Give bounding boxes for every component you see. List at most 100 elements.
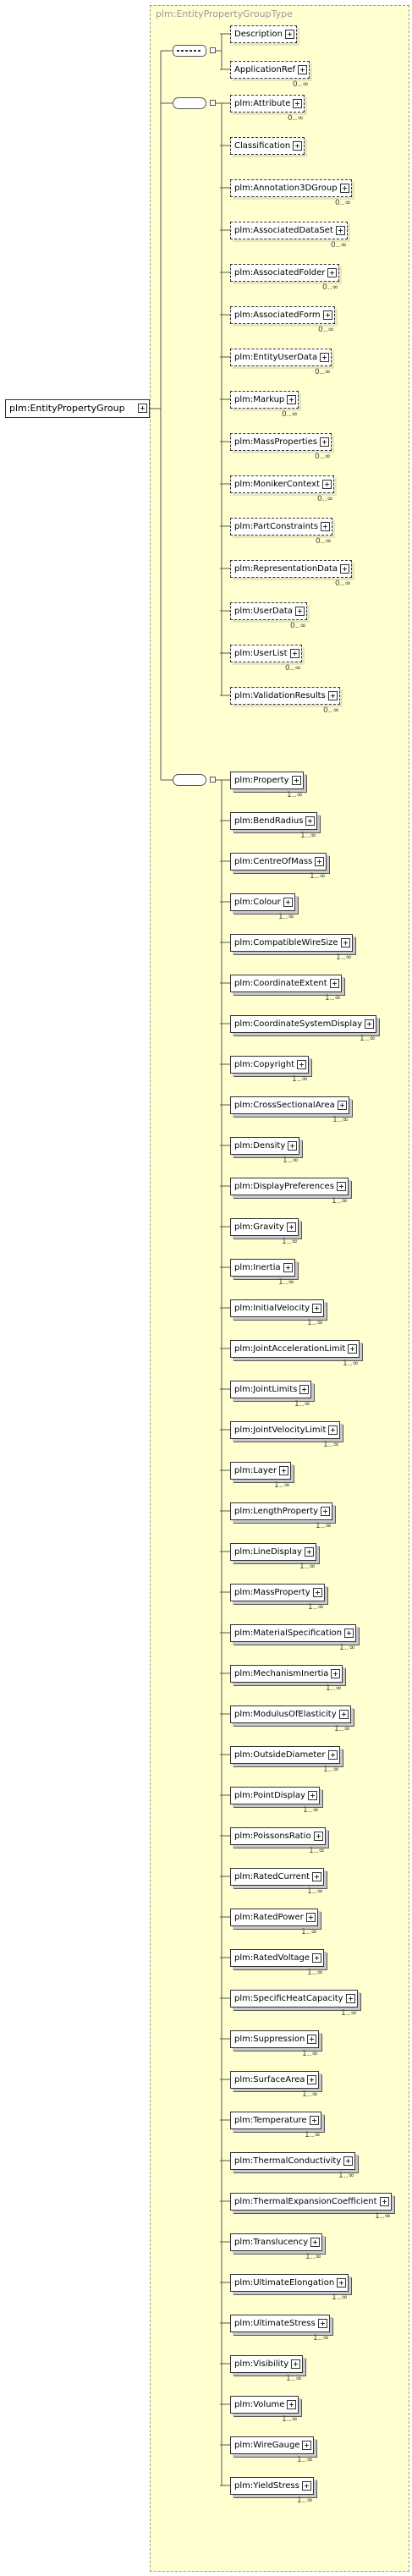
choice-2-element[interactable]: plm:RepresentationData xyxy=(230,560,353,578)
cardinality-label: 0..∞ xyxy=(335,199,351,207)
choice-2-element[interactable]: plm:EntityUserData xyxy=(230,349,332,366)
cardinality-label: 1..∞ xyxy=(308,1603,324,1612)
element-label: plm:ModulusOfElasticity xyxy=(234,1710,337,1719)
choice-3-element[interactable]: plm:PoissonsRatio xyxy=(230,1827,326,1845)
choice-3-element[interactable]: plm:OutsideDiameter xyxy=(230,1746,340,1764)
choice-2-element[interactable]: plm:AssociatedForm xyxy=(230,306,335,324)
choice-3-element[interactable]: plm:Density xyxy=(230,1137,300,1155)
element-label: plm:JointLimits xyxy=(234,1385,298,1394)
choice-2-element[interactable]: plm:PartConstraints xyxy=(230,518,333,536)
choice-compositor[interactable] xyxy=(173,97,206,109)
choice-3-element[interactable]: plm:JointAccelerationLimit xyxy=(230,1340,360,1358)
choice-3-element[interactable]: plm:Layer xyxy=(230,1462,292,1480)
sequence-1-element[interactable]: Description xyxy=(230,25,297,43)
choice-3-element[interactable]: plm:CentreOfMass xyxy=(230,853,327,871)
choice-2-element[interactable]: plm:AssociatedDataSet xyxy=(230,222,348,239)
choice-3-element[interactable]: plm:RatedCurrent xyxy=(230,1868,325,1886)
cardinality-label: 0..∞ xyxy=(285,664,301,673)
choice-3-element[interactable]: plm:UltimateElongation xyxy=(230,2274,349,2292)
choice-2-element[interactable]: plm:UserData xyxy=(230,602,307,620)
element-label: plm:Copyright xyxy=(234,1060,295,1069)
choice-3-element[interactable]: plm:PointDisplay xyxy=(230,1787,320,1804)
expand-icon xyxy=(291,776,301,785)
sequence-1-element[interactable]: ApplicationRef xyxy=(230,61,310,79)
element-label: plm:Attribute xyxy=(234,99,291,108)
choice-3-element[interactable]: plm:UltimateStress xyxy=(230,2315,330,2332)
cardinality-label: 1..∞ xyxy=(310,872,326,881)
choice-3-element[interactable]: plm:Suppression xyxy=(230,2030,320,2048)
element-label: plm:OutsideDiameter xyxy=(234,1750,326,1760)
choice-3-element[interactable]: plm:CrossSectionalArea xyxy=(230,1096,349,1114)
sequence-compositor-expand-icon xyxy=(210,47,216,53)
choice-3-element[interactable]: plm:Copyright xyxy=(230,1056,310,1074)
choice-3-element[interactable]: plm:InitialVelocity xyxy=(230,1299,325,1317)
expand-icon xyxy=(286,1222,296,1232)
choice-3-element[interactable]: plm:RatedPower xyxy=(230,1909,318,1926)
sequence-compositor[interactable] xyxy=(173,45,206,57)
expand-icon xyxy=(304,1547,314,1557)
choice-3-element[interactable]: plm:Property xyxy=(230,772,304,789)
choice-3-element[interactable]: plm:MaterialSpecification xyxy=(230,1624,357,1642)
choice-2-element[interactable]: plm:MonikerContext xyxy=(230,475,334,493)
choice-3-element[interactable]: plm:Inertia xyxy=(230,1259,295,1277)
expand-icon xyxy=(287,2400,297,2409)
element-label: plm:MonikerContext xyxy=(234,480,320,489)
choice-2-element[interactable]: Classification xyxy=(230,137,305,155)
element-label: plm:JointAccelerationLimit xyxy=(234,1344,346,1354)
cardinality-label: 0..∞ xyxy=(317,495,333,503)
expand-icon xyxy=(287,395,297,404)
choice-3-element[interactable]: plm:YieldStress xyxy=(230,2477,314,2495)
type-title: plm:EntityPropertyGroupType xyxy=(156,8,293,19)
choice-2-element[interactable]: plm:Annotation3DGroup xyxy=(230,179,352,197)
cardinality-label: 1..∞ xyxy=(341,2009,357,2018)
choice-2-element[interactable]: plm:ValidationResults xyxy=(230,687,340,705)
cardinality-label: 1..∞ xyxy=(313,2334,329,2343)
expand-icon xyxy=(338,1710,349,1719)
choice-2-element[interactable]: plm:Attribute xyxy=(230,95,305,113)
choice-3-element[interactable]: plm:ModulusOfElasticity xyxy=(230,1705,351,1723)
expand-icon xyxy=(320,353,330,362)
choice-compositor[interactable] xyxy=(173,774,206,786)
choice-3-element[interactable]: plm:LineDisplay xyxy=(230,1543,316,1561)
element-label: plm:Inertia xyxy=(234,1263,281,1272)
choice-3-element[interactable]: plm:CoordinateExtent xyxy=(230,975,342,992)
choice-3-element[interactable]: plm:CoordinateSystemDisplay xyxy=(230,1015,377,1033)
element-label: Classification xyxy=(234,141,291,151)
choice-2-element[interactable]: plm:MassProperties xyxy=(230,433,332,451)
choice-2-element[interactable]: plm:Markup xyxy=(230,391,299,409)
choice-3-element[interactable]: plm:WireGauge xyxy=(230,2436,315,2454)
element-label: plm:UserList xyxy=(234,649,288,658)
cardinality-label: 1..∞ xyxy=(282,1238,298,1246)
choice-3-element[interactable]: plm:DisplayPreferences xyxy=(230,1178,349,1195)
choice-2-element[interactable]: plm:AssociatedFolder xyxy=(230,264,340,282)
cardinality-label: 1..∞ xyxy=(297,2456,313,2464)
choice-3-element[interactable]: plm:RatedVoltage xyxy=(230,1949,325,1967)
choice-3-element[interactable]: plm:MechanismInertia xyxy=(230,1665,343,1683)
choice-3-element[interactable]: plm:CompatibleWireSize xyxy=(230,934,353,952)
choice-3-element[interactable]: plm:ThermalExpansionCoefficient xyxy=(230,2193,392,2211)
choice-3-element[interactable]: plm:Colour xyxy=(230,893,295,911)
choice-3-element[interactable]: plm:LengthProperty xyxy=(230,1502,333,1520)
expand-icon xyxy=(317,2319,327,2328)
element-label: plm:Markup xyxy=(234,395,285,404)
expand-icon xyxy=(301,2481,311,2491)
choice-2-element[interactable]: plm:UserList xyxy=(230,645,302,662)
choice-3-element[interactable]: plm:SurfaceArea xyxy=(230,2071,320,2089)
expand-icon xyxy=(312,1304,322,1313)
choice-3-element[interactable]: plm:ThermalConductivity xyxy=(230,2152,356,2170)
cardinality-label: 1..∞ xyxy=(287,791,303,799)
choice-3-element[interactable]: plm:Translucency xyxy=(230,2233,323,2251)
choice-3-element[interactable]: plm:JointLimits xyxy=(230,1381,312,1398)
element-label: plm:CrossSectionalArea xyxy=(234,1101,335,1110)
root-element-node[interactable]: plm:EntityPropertyGroup xyxy=(5,399,150,418)
element-label: plm:CoordinateExtent xyxy=(234,979,327,988)
choice-3-element[interactable]: plm:JointVelocityLimit xyxy=(230,1421,341,1439)
choice-3-element[interactable]: plm:Visibility xyxy=(230,2355,304,2373)
choice-3-element[interactable]: plm:MassProperty xyxy=(230,1584,325,1601)
choice-3-element[interactable]: plm:Volume xyxy=(230,2396,299,2414)
choice-3-element[interactable]: plm:Temperature xyxy=(230,2112,321,2129)
choice-3-element[interactable]: plm:BendRadius xyxy=(230,812,318,830)
choice-3-element[interactable]: plm:Gravity xyxy=(230,1218,299,1236)
choice-3-element[interactable]: plm:SpecificHeatCapacity xyxy=(230,1990,358,2008)
